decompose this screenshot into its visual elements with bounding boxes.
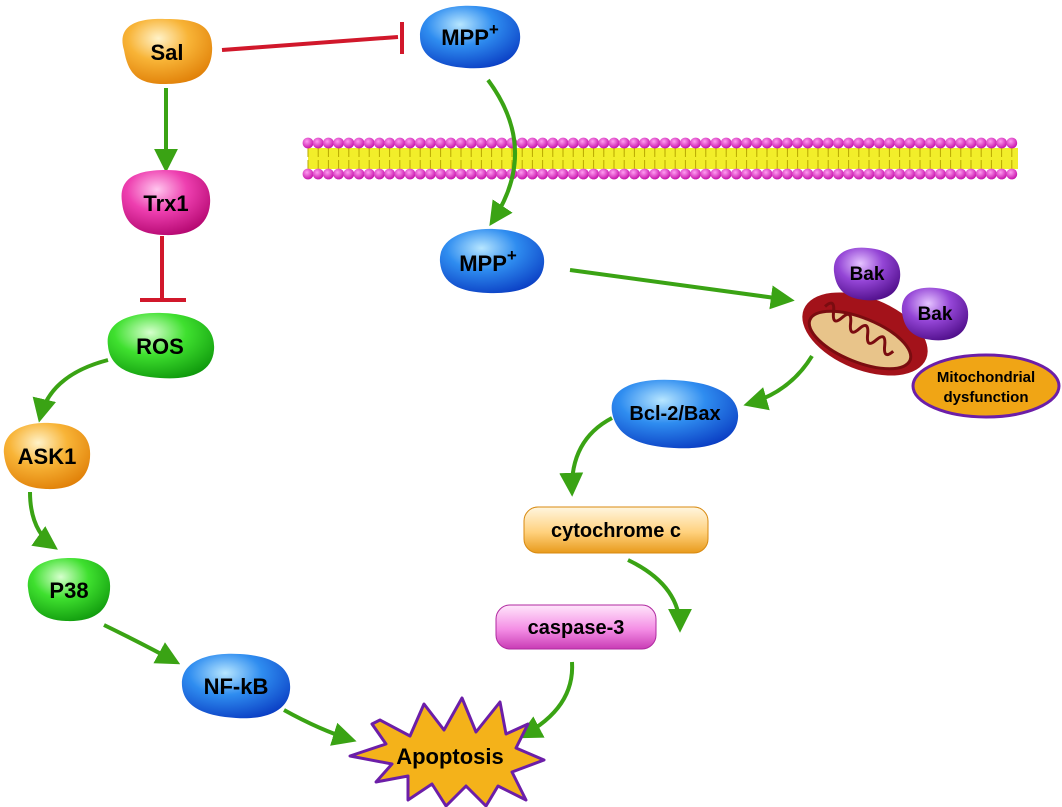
p38-label: P38 (49, 578, 88, 603)
node-caspase-3: caspase-3 (495, 604, 657, 650)
arrow-nfkb-apoptosis (283, 708, 357, 746)
node-p38: P38 (27, 558, 111, 622)
node-sal: Sal (122, 18, 213, 84)
mpp-inside-label: MPP (459, 251, 507, 276)
bcl2-bax-label: Bcl-2/Bax (629, 403, 720, 425)
caspase-3-label: caspase-3 (528, 617, 625, 639)
bak-1-label: Bak (850, 264, 885, 285)
arrow-ros-ask1 (32, 358, 109, 423)
sal-label: Sal (150, 40, 183, 65)
svg-text:MPP+: MPP+ (459, 246, 517, 276)
cell-membrane (302, 137, 1018, 180)
ask1-label: ASK1 (18, 444, 77, 469)
node-ros: ROS (107, 312, 215, 379)
node-apoptosis: Apoptosis (348, 696, 546, 807)
node-nfkb: NF-kB (181, 653, 291, 719)
mito-dysfunction-line1: Mitochondrial (937, 369, 1035, 386)
arrow-mito-bcl2bax (743, 354, 814, 411)
ros-label: ROS (136, 334, 184, 359)
arrow-ask1-p38 (28, 491, 58, 550)
node-ask1: ASK1 (3, 422, 91, 490)
trx1-label: Trx1 (143, 191, 188, 216)
node-mitochondrial-dysfunction: Mitochondrial dysfunction (911, 353, 1061, 419)
apoptosis-label: Apoptosis (396, 744, 504, 769)
node-cytochrome-c: cytochrome c (523, 506, 709, 554)
node-trx1: Trx1 (121, 170, 211, 236)
bak-2-label: Bak (918, 304, 953, 325)
activation-arrows (28, 78, 814, 746)
cytochrome-c-label: cytochrome c (551, 520, 681, 542)
inhibition-sal-mpp (221, 22, 404, 54)
svg-text:MPP+: MPP+ (441, 20, 499, 50)
arrow-cytochrome-caspase (627, 558, 692, 633)
node-bak-2: Bak (901, 287, 969, 341)
arrow-mpp-mitochondrion (569, 268, 795, 310)
node-mpp-outside: MPP+ (420, 5, 521, 69)
node-bcl2-bax: Bcl-2/Bax (611, 379, 739, 449)
arrow-p38-nfkb (103, 623, 181, 665)
mitochondrion (802, 292, 928, 376)
arrow-bcl2bax-cytochrome (559, 416, 613, 497)
mpp-outside-superscript: + (489, 20, 499, 39)
arrow-mpp-crosses-membrane (486, 78, 518, 226)
node-bak-1: Bak (833, 247, 901, 301)
node-mpp-inside: MPP+ (439, 228, 545, 294)
mpp-outside-label: MPP (441, 25, 489, 50)
nfkb-label: NF-kB (204, 674, 269, 699)
mito-dysfunction-line2: dysfunction (944, 389, 1029, 406)
inhibition-trx1-ros (140, 236, 186, 302)
arrow-caspase-apoptosis (517, 661, 575, 739)
mpp-inside-superscript: + (507, 246, 517, 265)
